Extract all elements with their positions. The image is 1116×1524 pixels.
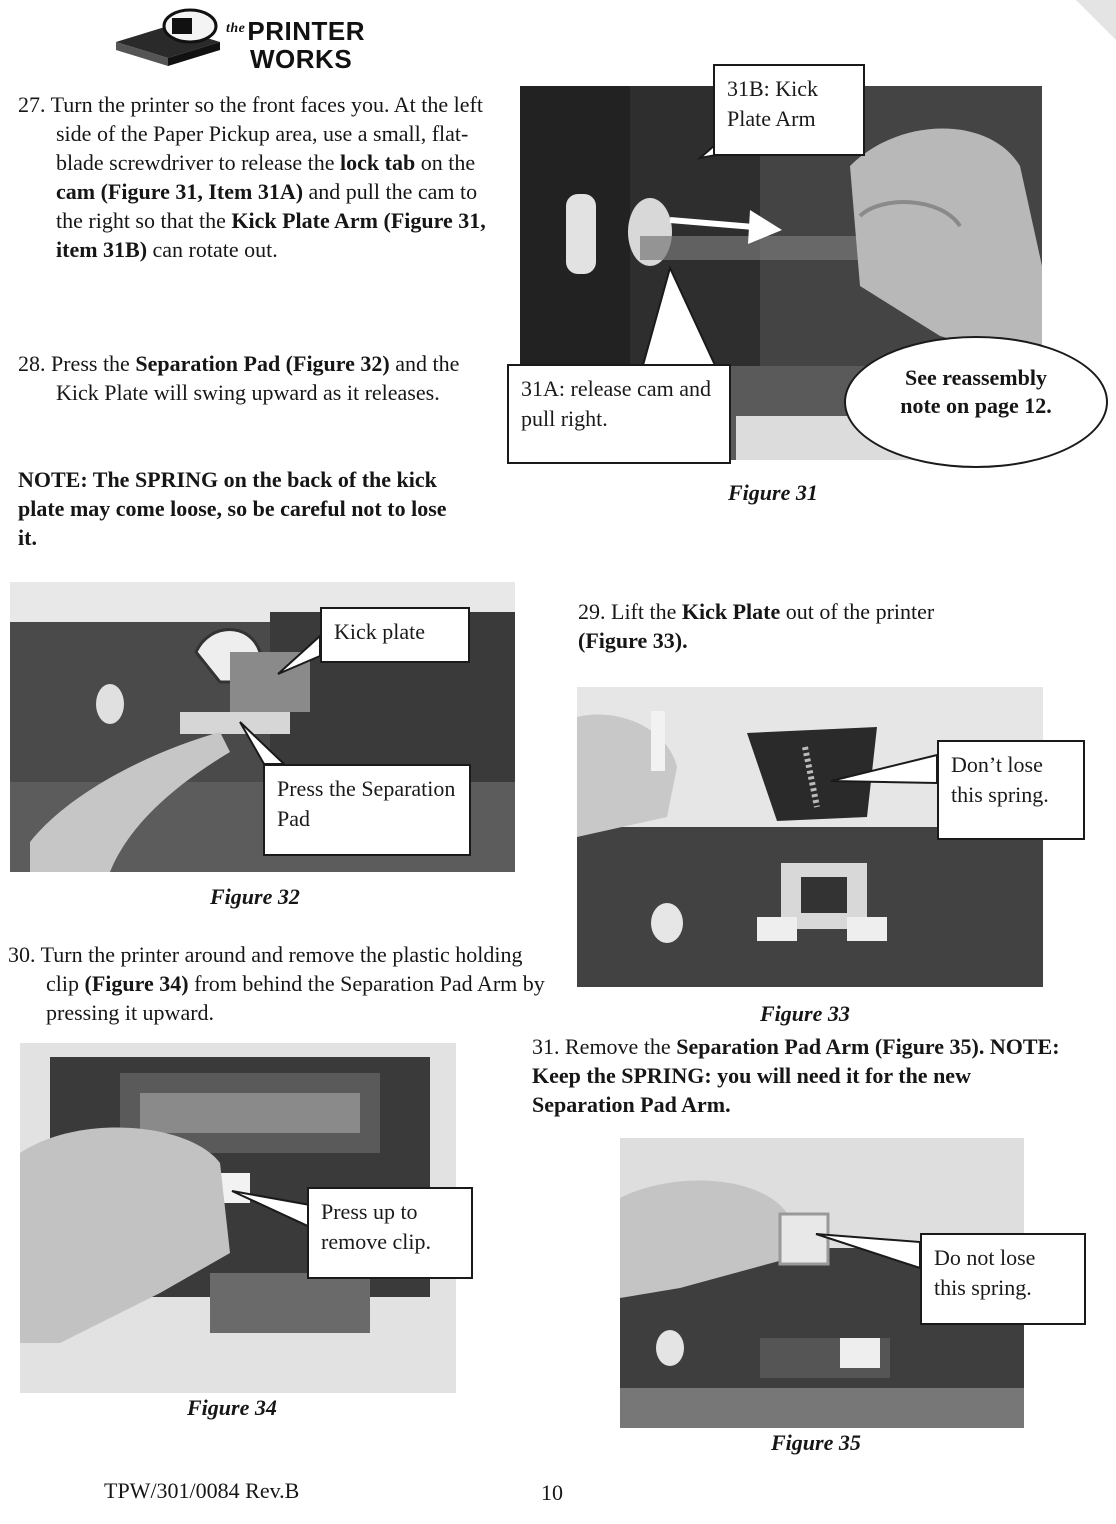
figure-32-caption: Figure 32 bbox=[210, 884, 300, 909]
step-bold: cam (Figure 31, Item 31A) bbox=[56, 179, 304, 204]
page-curl-decoration bbox=[1076, 0, 1116, 40]
printer-works-logo: thePRINTER WORKS bbox=[108, 6, 378, 74]
step-bold: Separation Pad (Figure 32) bbox=[135, 351, 390, 376]
step-bold: (Figure 33). bbox=[578, 628, 688, 653]
page-number: 10 bbox=[541, 1480, 563, 1505]
step-text: and pull the cam to the right so that th… bbox=[56, 179, 478, 233]
step-text: Turn the printer so the front faces you.… bbox=[45, 92, 483, 175]
step-number: 28. bbox=[18, 351, 46, 376]
figure-33-photo bbox=[577, 687, 1043, 987]
step-text: can rotate out. bbox=[147, 237, 278, 262]
callout-press-up-clip: Press up to remove clip. bbox=[307, 1187, 473, 1279]
step-text: Turn the printer around and remove the p… bbox=[35, 942, 523, 996]
step-bold: Kick Plate bbox=[681, 599, 781, 624]
callout-do-not-lose-spring: Do not lose this spring. bbox=[920, 1233, 1086, 1325]
step-number: 29. bbox=[578, 599, 606, 624]
logo-line1: thePRINTER bbox=[226, 16, 365, 47]
step-bold: lock tab bbox=[340, 150, 416, 175]
step-text: Press the bbox=[45, 351, 136, 376]
figure-31-caption: Figure 31 bbox=[728, 480, 818, 505]
callout-dont-lose-spring: Don’t lose this spring. bbox=[937, 740, 1085, 840]
step-28-text: 28. Press the Separation Pad (Figure 32)… bbox=[18, 349, 486, 407]
callout-kick-plate: Kick plate bbox=[320, 607, 470, 663]
step-29-text: 29. Lift the Kick Plate out of the print… bbox=[578, 597, 1008, 655]
document-id: TPW/301/0084 Rev.B bbox=[104, 1478, 300, 1503]
logo-graphic-icon bbox=[116, 8, 220, 66]
step-number: 30. bbox=[8, 942, 36, 967]
step-text: out of the printer bbox=[780, 599, 935, 624]
logo-printer: PRINTER bbox=[247, 16, 366, 46]
step-31-text: 31. Remove the Separation Pad Arm (Figur… bbox=[532, 1032, 1072, 1119]
step-27-text: 27. Turn the printer so the front faces … bbox=[18, 90, 486, 264]
logo-line2: WORKS bbox=[250, 44, 353, 74]
callout-31b: 31B: Kick Plate Arm bbox=[713, 64, 865, 156]
step-30-text: 30. Turn the printer around and remove t… bbox=[8, 940, 556, 1027]
step-bold: Separation Pad Arm (Figure 35). NOTE: Ke… bbox=[532, 1034, 1060, 1117]
figure-33-caption: Figure 33 bbox=[760, 1001, 850, 1026]
figure-34-caption: Figure 34 bbox=[187, 1395, 277, 1420]
step-text: Lift the bbox=[605, 599, 682, 624]
step-text: and the Kick Plate will swing upward as … bbox=[56, 351, 460, 405]
step-text: from behind the Separation Pad Arm by pr… bbox=[46, 971, 545, 1025]
logo-the: the bbox=[226, 21, 246, 36]
step-text: Remove the bbox=[559, 1034, 677, 1059]
reassembly-note-oval: See reassembly note on page 12. bbox=[844, 336, 1108, 468]
step-number: 31. bbox=[532, 1034, 560, 1059]
spring-note: NOTE: The SPRING on the back of the kick… bbox=[18, 467, 447, 550]
callout-31a: 31A: release cam and pull right. bbox=[507, 364, 731, 464]
step-number: 27. bbox=[18, 92, 46, 117]
step-bold: Kick Plate Arm (Figure 31, item 31B) bbox=[56, 208, 486, 262]
step-bold: (Figure 34) bbox=[84, 971, 189, 996]
figure-35-caption: Figure 35 bbox=[771, 1430, 861, 1455]
step-text: on the bbox=[415, 150, 476, 175]
callout-press-separation-pad: Press the Separation Pad bbox=[263, 764, 471, 856]
